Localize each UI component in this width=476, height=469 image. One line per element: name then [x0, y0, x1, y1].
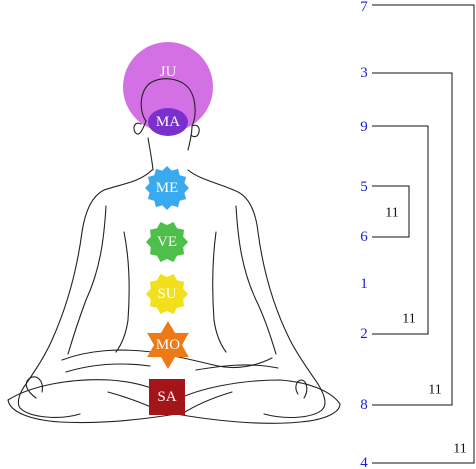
- chakra-root: SA: [149, 379, 185, 415]
- figure-legs: [61, 349, 273, 369]
- chakra-heart: VE: [146, 222, 188, 262]
- chakra-label-mo: MO: [156, 337, 180, 353]
- sum-5-6: 11: [385, 206, 398, 221]
- number-7: 7: [360, 0, 368, 15]
- chakra-throat: ME: [145, 166, 189, 210]
- sum-3-8: 11: [428, 383, 441, 398]
- chakra-label-su: SU: [157, 286, 176, 302]
- chakra-label-me: ME: [156, 180, 179, 196]
- chakra-label-ju: JU: [160, 64, 177, 80]
- figure-left-arm: [17, 169, 153, 418]
- chakra-throat-shape: [145, 166, 189, 210]
- number-2: 2: [360, 326, 368, 342]
- number-4: 4: [360, 455, 368, 469]
- sum-9-2: 11: [402, 312, 415, 327]
- chakra-heart-shape: [146, 222, 188, 262]
- chakra-solar-plexus: SU: [146, 274, 188, 314]
- number-column: 7 3 9 5 6 1 2 8 4: [360, 0, 368, 469]
- figure-right-arm: [187, 169, 326, 419]
- chakra-third-eye-shape: [148, 108, 188, 136]
- number-9: 9: [360, 119, 368, 135]
- bracket-5-6: [372, 185, 410, 238]
- pair-brackets: [372, 4, 475, 464]
- chakra-label-sa: SA: [157, 389, 176, 405]
- sum-7-4: 11: [453, 442, 466, 457]
- chakra-label-ma: MA: [156, 114, 180, 130]
- chakra-label-ve: VE: [157, 234, 177, 250]
- chakra-sacral-shape: [147, 321, 189, 369]
- bracket-3-8: [372, 72, 453, 406]
- chakra-sacral: MO: [147, 321, 189, 369]
- crown-chakra-aura: [123, 42, 213, 132]
- chakra-solar-plexus-shape: [146, 274, 188, 314]
- pair-sums: 11 11 11 11: [385, 206, 466, 457]
- chakra-third-eye: MA: [148, 108, 188, 136]
- bracket-9-2: [372, 125, 429, 335]
- chakra-crown: JU: [160, 64, 177, 80]
- number-8: 8: [360, 397, 368, 413]
- chakra-root-shape: [149, 379, 185, 415]
- number-3: 3: [360, 65, 368, 81]
- figure-head: [140, 78, 196, 151]
- bracket-7-4: [372, 4, 475, 464]
- figure-torso: [115, 231, 130, 353]
- number-5: 5: [360, 179, 368, 195]
- number-1: 1: [360, 276, 368, 292]
- number-6: 6: [360, 229, 368, 245]
